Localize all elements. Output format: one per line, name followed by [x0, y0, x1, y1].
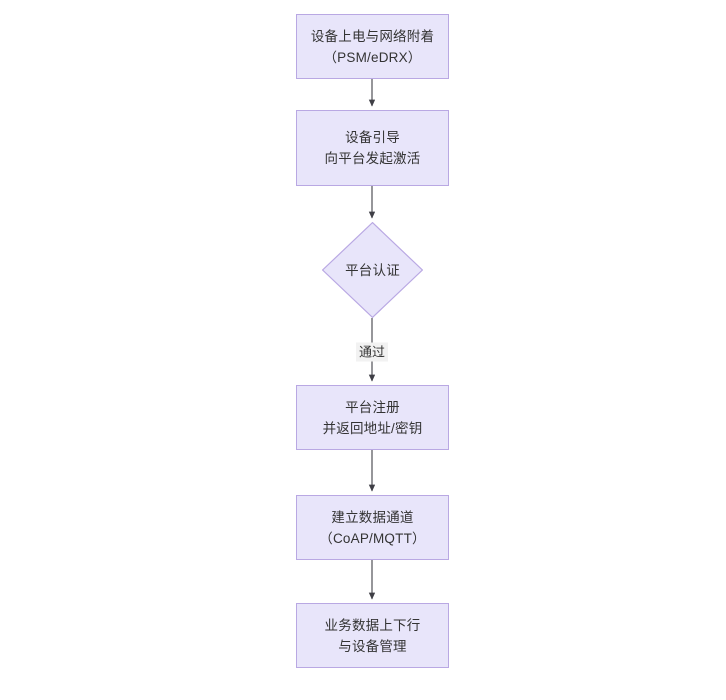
node-label-business-data-management: 业务数据上下行 与设备管理 [324, 617, 421, 654]
node-device-power-on[interactable]: 设备上电与网络附着 （PSM/eDRX） [296, 14, 449, 79]
node-establish-data-channel[interactable]: 建立数据通道 （CoAP/MQTT） [296, 495, 449, 560]
node-label-device-power-on: 设备上电与网络附着 （PSM/eDRX） [310, 28, 435, 65]
diamond-shape-icon [322, 222, 423, 318]
node-label-establish-data-channel: 建立数据通道 （CoAP/MQTT） [319, 509, 426, 546]
edge-label-pass: 通过 [355, 342, 389, 362]
node-label-platform-register: 平台注册 并返回地址/密钥 [322, 399, 423, 436]
node-business-data-management[interactable]: 业务数据上下行 与设备管理 [296, 603, 449, 668]
node-label-platform-auth: 平台认证 [345, 262, 400, 278]
node-label-device-bootstrap: 设备引导 向平台发起激活 [324, 130, 421, 166]
node-platform-auth-decision[interactable]: 平台认证 [322, 222, 423, 318]
node-platform-register[interactable]: 平台注册 并返回地址/密钥 [296, 385, 449, 450]
node-device-bootstrap[interactable]: 设备引导 向平台发起激活 [296, 110, 449, 186]
